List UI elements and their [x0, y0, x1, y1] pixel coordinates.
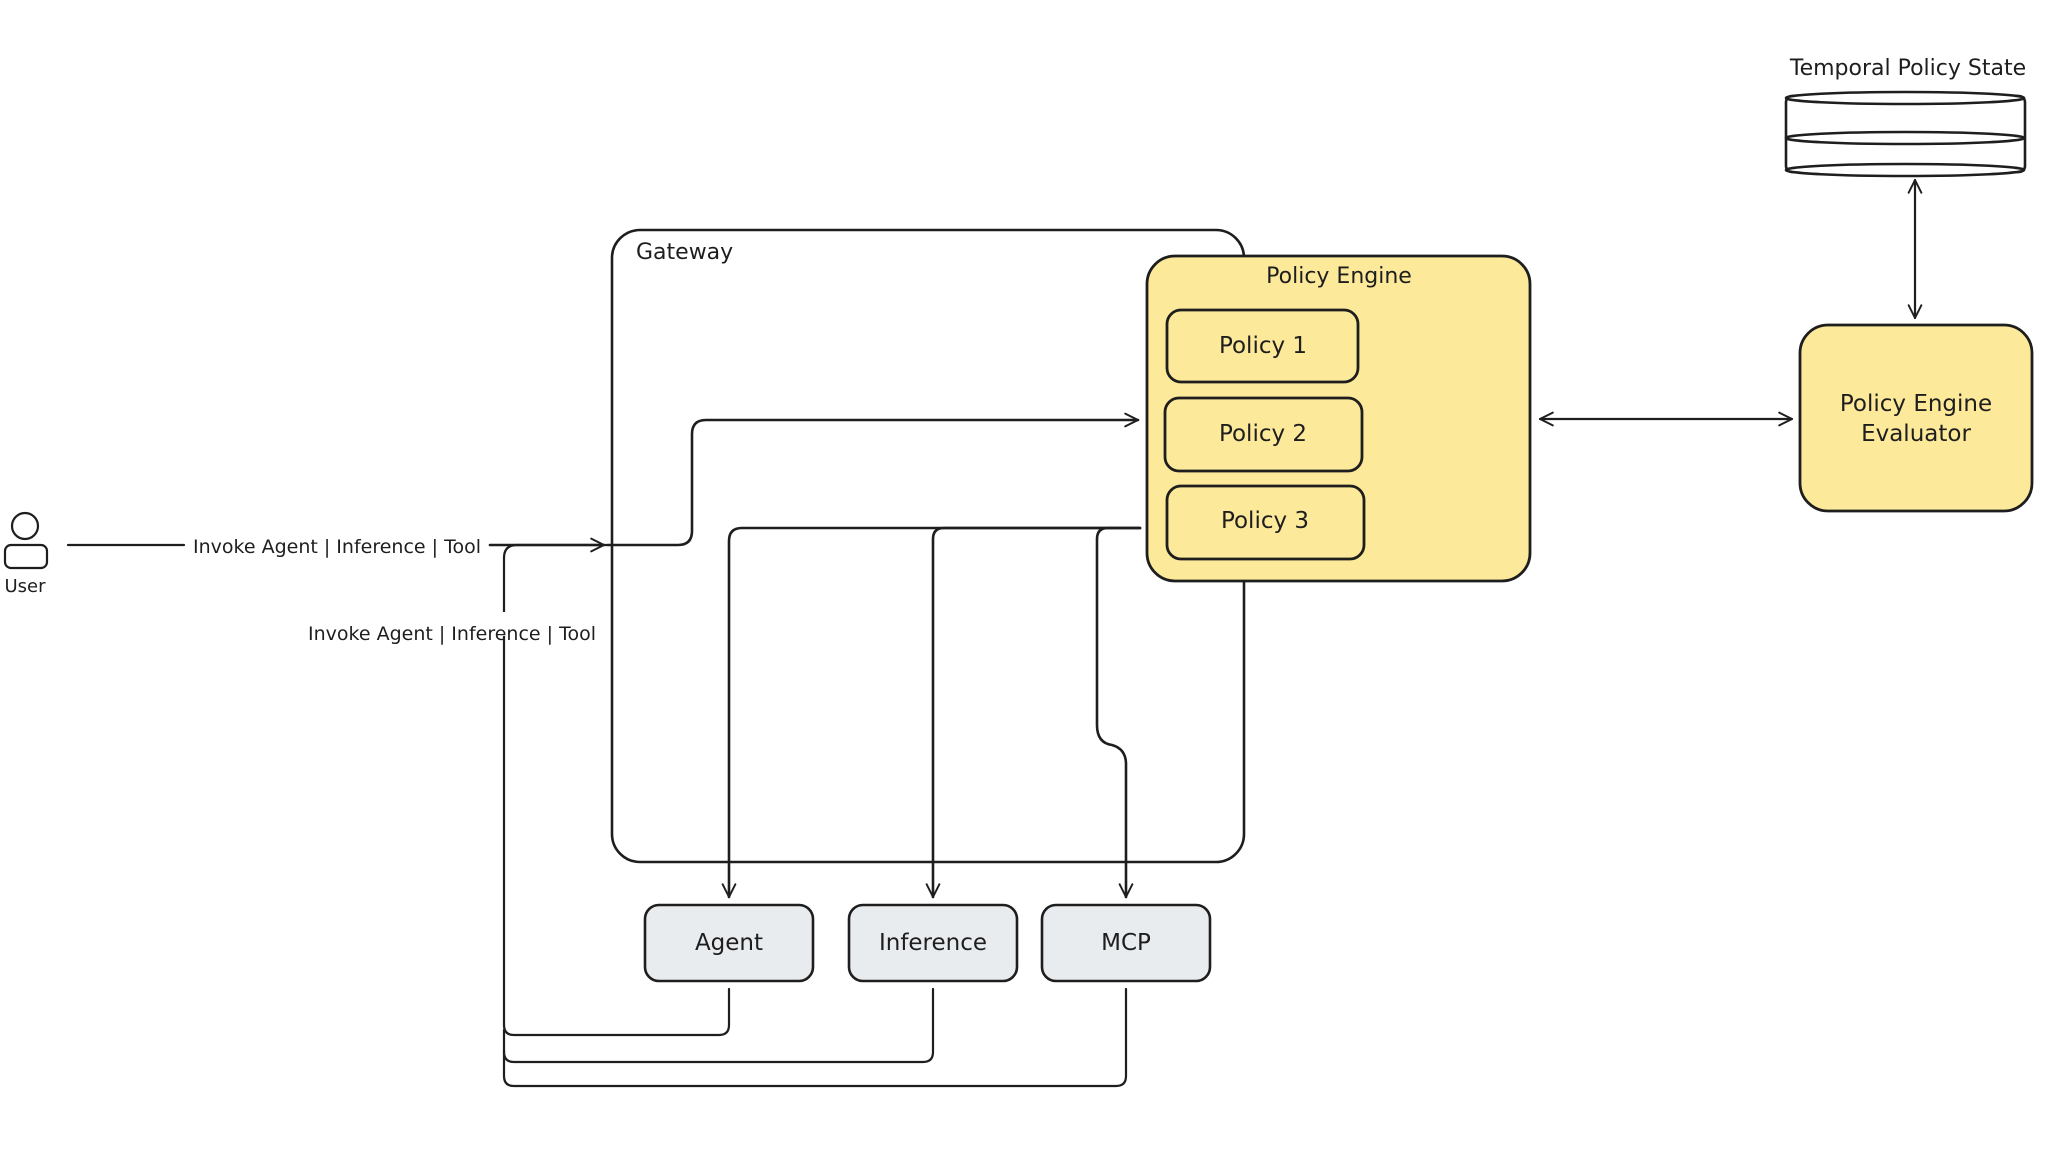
policy-to-agent-arrow [721, 526, 1142, 899]
connectors [66, 178, 1923, 1088]
inference-return-line [502, 987, 935, 1064]
response-label-bg-right [434, 612, 602, 636]
gateway-to-policy-engine-arrow [606, 412, 1140, 547]
database-icon [1784, 90, 2027, 178]
policy-2-label: Policy 2 [1219, 421, 1307, 447]
response-label-bg-left [300, 612, 440, 636]
policy-1: Policy 1 [1165, 308, 1360, 384]
request-edge-label: Invoke Agent | Inference | Tool [193, 536, 481, 558]
policy-1-label: Policy 1 [1219, 333, 1307, 359]
evaluator-label-line1: Policy Engine [1840, 391, 1992, 417]
inference-box: Inference [847, 903, 1019, 983]
agent-label: Agent [695, 930, 763, 956]
policy-to-inference-arrow [925, 526, 1142, 899]
user-label: User [4, 576, 46, 597]
user-icon: User [3, 511, 49, 597]
mcp-box: MCP [1040, 903, 1212, 983]
policy-3: Policy 3 [1165, 484, 1366, 561]
policy-3-label: Policy 3 [1221, 508, 1309, 534]
policy-to-mcp-arrow [1095, 526, 1142, 899]
gateway-label: Gateway [636, 240, 733, 265]
agent-box: Agent [643, 903, 815, 983]
mcp-return-line [502, 987, 1128, 1088]
policy-engine-evaluator: Policy Engine Evaluator [1798, 323, 2034, 513]
temporal-state-label: Temporal Policy State [1789, 56, 2026, 81]
mcp-label: MCP [1101, 930, 1151, 956]
agent-return-line [502, 543, 731, 1037]
evaluator-label-line2: Evaluator [1861, 421, 1971, 447]
response-edge-label: Invoke Agent | Inference | Tool [308, 623, 596, 645]
policy-engine-label: Policy Engine [1266, 264, 1412, 289]
policy-2: Policy 2 [1163, 396, 1364, 473]
inference-label: Inference [879, 930, 987, 956]
temporal-policy-state: Temporal Policy State [1784, 56, 2027, 178]
